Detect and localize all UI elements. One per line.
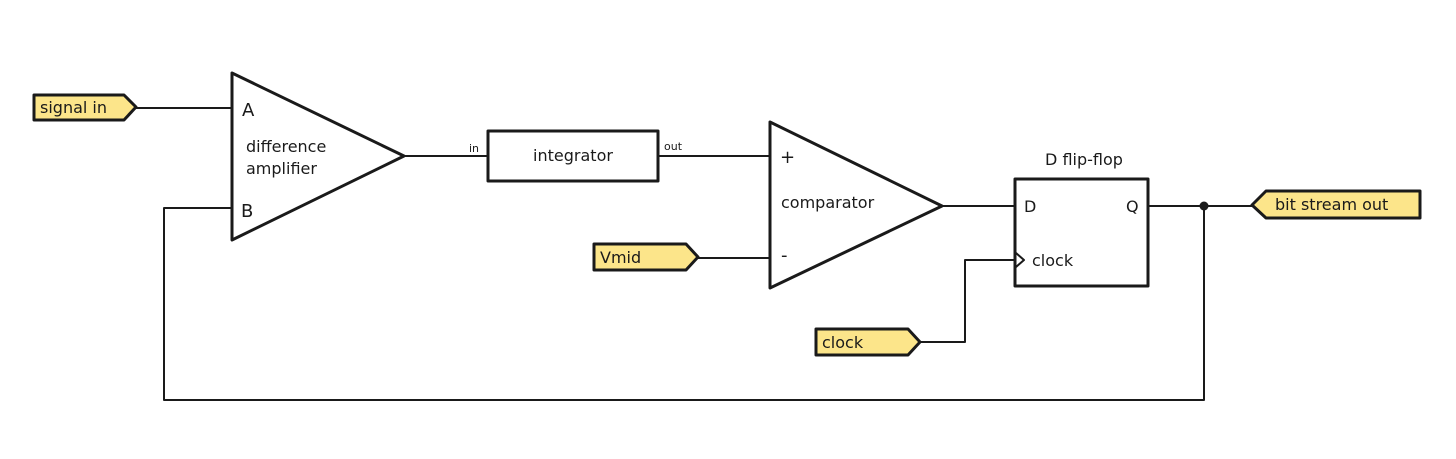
flip-flop-q-pin: Q [1126, 197, 1139, 216]
comparator-label: comparator [781, 193, 875, 212]
difference-amplifier-label-line1: difference [246, 137, 326, 156]
flip-flop-title: D flip-flop [1045, 150, 1123, 169]
integrator-out-pin: out [664, 140, 683, 153]
signal-in-tag: signal in [32, 93, 138, 122]
integrator-block: integrator in out [469, 129, 683, 183]
integrator-in-pin: in [469, 142, 479, 155]
difference-amplifier-label-line2: amplifier [246, 159, 317, 178]
clock-input-label: clock [822, 333, 864, 352]
vmid-label: Vmid [600, 248, 641, 267]
clock-tag: clock [814, 327, 922, 357]
wire-feedback-loop [163, 205, 1205, 401]
flip-flop-d-pin: D [1024, 197, 1036, 216]
comparator: + - comparator [768, 120, 944, 290]
pin-b-label: B [241, 201, 253, 222]
vmid-tag: Vmid [592, 242, 700, 272]
junction-dot [1199, 201, 1209, 211]
signal-in-label: signal in [40, 98, 107, 117]
clock-edge-marker-icon [1015, 252, 1025, 268]
bit-stream-out-label: bit stream out [1275, 195, 1388, 214]
pin-a-label: A [242, 100, 255, 121]
difference-amplifier: A B difference amplifier [230, 71, 406, 242]
d-flip-flop: D flip-flop D Q clock [1013, 150, 1150, 288]
comparator-plus-pin: + [780, 147, 795, 168]
bit-stream-out-tag: bit stream out [1250, 189, 1422, 220]
wire-clock-to-flipflop [919, 259, 1016, 343]
flip-flop-clock-pin: clock [1032, 251, 1074, 270]
integrator-label: integrator [533, 146, 613, 165]
comparator-minus-pin: - [781, 245, 788, 266]
